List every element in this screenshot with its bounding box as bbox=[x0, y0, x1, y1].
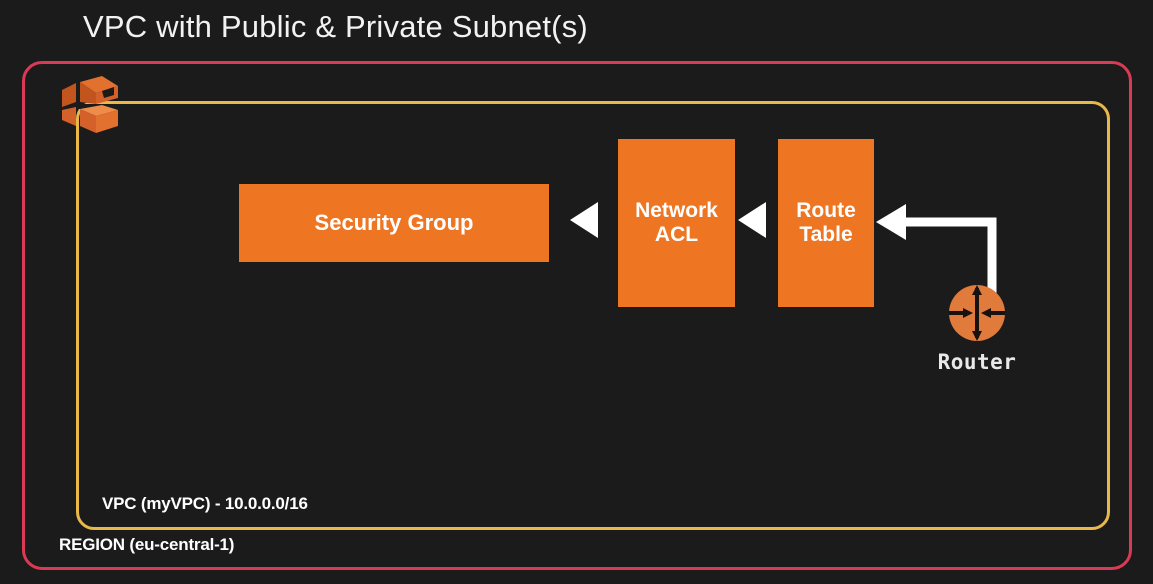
route-table-box[interactable]: Route Table bbox=[778, 139, 874, 307]
vpc-label: VPC (myVPC) - 10.0.0.0/16 bbox=[98, 494, 314, 514]
network-acl-label-line1: Network bbox=[635, 199, 718, 223]
arrow-network-acl-to-security-group bbox=[570, 202, 598, 238]
network-acl-label: Network ACL bbox=[635, 199, 718, 246]
vpc-boundary bbox=[76, 101, 1110, 530]
vpc-cube-icon bbox=[58, 76, 122, 138]
route-table-label-line2: Table bbox=[799, 223, 853, 246]
arrow-route-table-to-network-acl bbox=[738, 202, 766, 238]
route-table-label: Route Table bbox=[796, 199, 856, 246]
region-label: REGION (eu-central-1) bbox=[55, 535, 240, 555]
page-title: VPC with Public & Private Subnet(s) bbox=[83, 9, 588, 44]
security-group-box[interactable]: Security Group bbox=[239, 184, 549, 262]
security-group-label: Security Group bbox=[314, 209, 474, 235]
route-table-label-line1: Route bbox=[796, 199, 856, 223]
network-acl-box[interactable]: Network ACL bbox=[618, 139, 735, 307]
router-label: Router bbox=[937, 350, 1017, 374]
region-boundary bbox=[22, 61, 1132, 570]
router-circle-arrows-icon[interactable] bbox=[947, 283, 1007, 343]
network-acl-label-line2: ACL bbox=[654, 223, 699, 246]
